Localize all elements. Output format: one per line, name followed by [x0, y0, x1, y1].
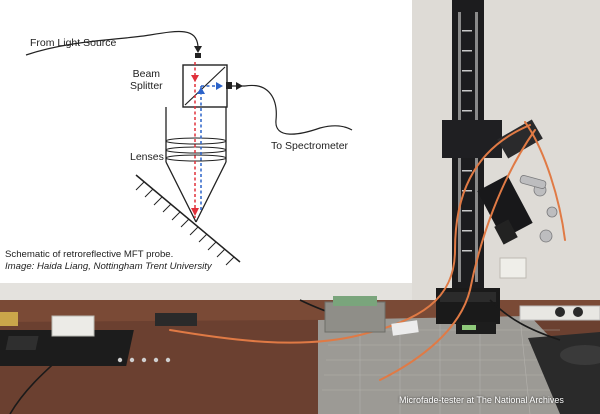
label-beam-splitter: Beam Splitter — [130, 68, 163, 92]
output-port — [226, 82, 232, 89]
spectrometer-fibre — [244, 84, 353, 135]
label-lenses: Lenses — [130, 151, 164, 163]
schematic-panel: From Light Source Beam Splitter Lenses T… — [0, 0, 412, 283]
label-beam-line2: Splitter — [130, 80, 163, 93]
label-light-source: From Light Source — [30, 37, 117, 49]
sample-surface — [135, 174, 241, 263]
caption-line1: Schematic of retroreflective MFT probe. — [5, 249, 174, 260]
light-source-fibre — [25, 31, 199, 56]
schematic-caption: Schematic of retroreflective MFT probe. … — [5, 249, 212, 274]
lens-elements — [165, 137, 227, 162]
input-arrow-icon — [194, 46, 202, 53]
label-beam-line1: Beam — [132, 68, 161, 80]
label-spectrometer: To Spectrometer — [271, 140, 349, 152]
caption-credit: Image: Haida Liang, Nottingham Trent Uni… — [5, 261, 212, 273]
mft-probe-schematic — [25, 31, 353, 266]
photo-credit: Microfade-tester at The National Archive… — [399, 395, 564, 405]
